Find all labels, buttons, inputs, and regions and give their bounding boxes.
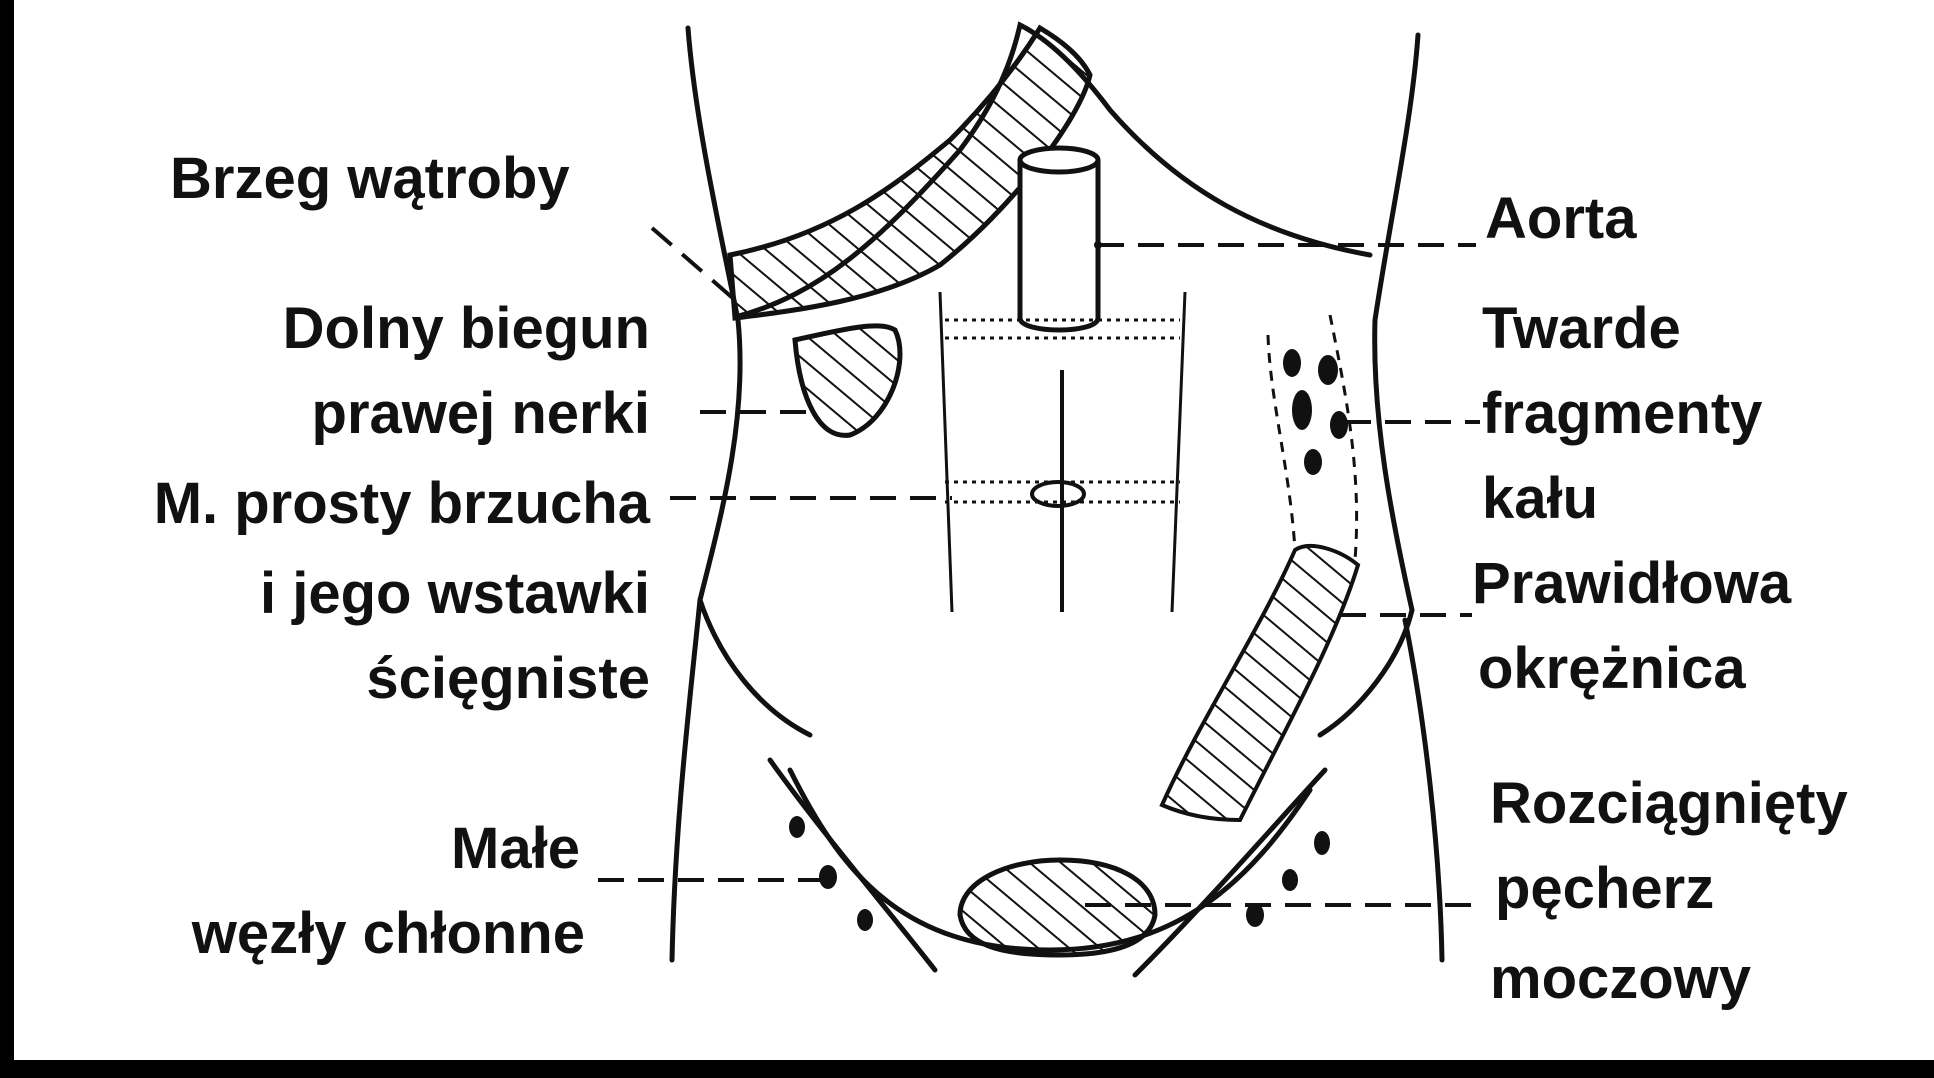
label-pecherz-line3: moczowy bbox=[1490, 950, 1751, 1008]
waist-left bbox=[700, 600, 810, 735]
label-pecherz-line2: pęcherz bbox=[1495, 860, 1714, 918]
bladder-shape bbox=[960, 860, 1155, 955]
inguinal-left bbox=[770, 760, 935, 970]
label-twarde-line1: Twarde bbox=[1482, 300, 1681, 358]
body-outline-right-lower bbox=[1405, 620, 1442, 960]
label-brzeg-watroby: Brzeg wątroby bbox=[170, 150, 570, 208]
label-twarde-line2: fragmenty bbox=[1482, 385, 1762, 443]
kidney-lower-pole bbox=[795, 326, 900, 436]
label-dolny-biegun-line1: Dolny biegun bbox=[200, 300, 650, 358]
label-twarde-line3: kału bbox=[1482, 470, 1598, 528]
label-aorta: Aorta bbox=[1485, 190, 1636, 248]
body-outline-right-upper bbox=[1375, 35, 1418, 610]
label-okreznica-line2: okrężnica bbox=[1478, 640, 1746, 698]
label-miesien-line1: M. prosty brzucha bbox=[40, 475, 650, 533]
colon-descending bbox=[1162, 546, 1358, 820]
label-wezly-line2: węzły chłonne bbox=[100, 905, 585, 963]
label-okreznica-line1: Prawidłowa bbox=[1472, 555, 1791, 613]
label-miesien-line3: ścięgniste bbox=[40, 650, 650, 708]
label-pecherz-line1: Rozciągnięty bbox=[1490, 775, 1848, 833]
label-wezly-line1: Małe bbox=[100, 820, 580, 878]
aorta-tube bbox=[1020, 160, 1098, 330]
aorta-top bbox=[1020, 148, 1098, 172]
label-miesien-line2: i jego wstawki bbox=[40, 565, 650, 623]
body-outline-left-lower bbox=[672, 600, 700, 960]
label-dolny-biegun-line2: prawej nerki bbox=[200, 385, 650, 443]
